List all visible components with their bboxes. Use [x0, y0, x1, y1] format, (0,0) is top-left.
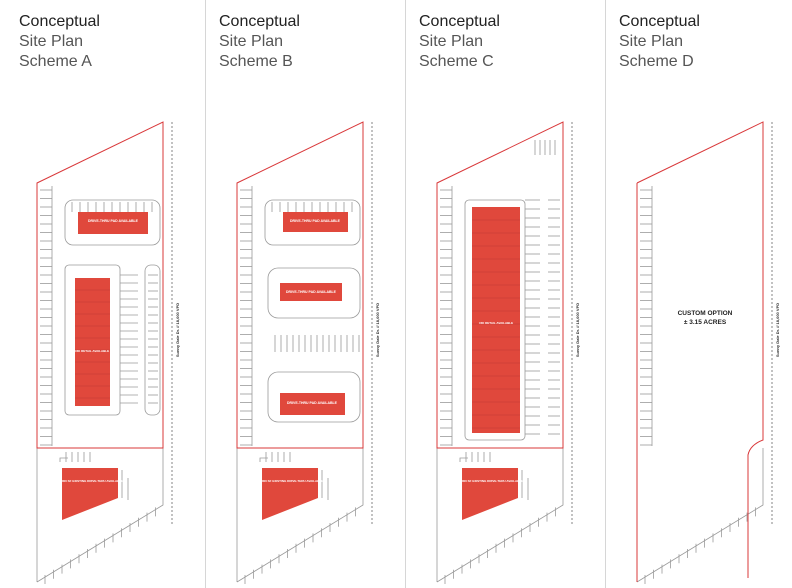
- parking-lot: [264, 199, 361, 246]
- drive-thru-pad[interactable]: [78, 212, 148, 234]
- existing-building-label: ± 4,000 SF EXISTING DRIVE-THRU AVAILABLE: [257, 479, 323, 483]
- scheme-title-line: Scheme A: [19, 53, 92, 70]
- parking-lot: [64, 199, 161, 246]
- scheme-title-line: Scheme D: [619, 53, 694, 70]
- pad-label: DRIVE-THRU PAD AVAILABLE: [88, 219, 139, 223]
- parking-lot: [267, 267, 361, 319]
- parking-island: [144, 264, 161, 416]
- existing-building-label: ± 4,000 SF EXISTING DRIVE-THRU AVAILABLE: [457, 479, 523, 483]
- scheme-title-line: Conceptual: [19, 13, 100, 30]
- drive-thru-pad[interactable]: [283, 212, 348, 232]
- scheme-title-line: Site Plan: [19, 33, 84, 50]
- scheme-title-line: Site Plan: [419, 33, 484, 50]
- site-plan-drawing: Sunny Dale Dr. // 18,000 VPD DRIVE-THRU P…: [236, 121, 380, 584]
- scheme-title-line: Scheme C: [419, 53, 494, 70]
- parking-stripe: [259, 452, 329, 500]
- road-label: Sunny Dale Dr. // 18,000 VPD: [175, 303, 180, 357]
- drive-thru-pad[interactable]: [280, 283, 342, 301]
- pad-label: DRIVE-THRU PAD AVAILABLE: [290, 219, 341, 223]
- scheme-title-line: Scheme B: [219, 53, 293, 70]
- site-plan-drawing: Sunny Dale Dr. // 18,000 VPD ±6K RETAIL A…: [436, 121, 580, 584]
- road-label: Sunny Dale Dr. // 18,000 VPD: [375, 303, 380, 357]
- parcel-boundary: [236, 121, 364, 449]
- existing-drive-thru-building[interactable]: [62, 468, 118, 520]
- parking-stripe: [459, 452, 529, 500]
- retail-building[interactable]: [75, 278, 110, 406]
- existing-drive-thru-building[interactable]: [462, 468, 518, 520]
- custom-acres-label: ± 3.15 ACRES: [684, 319, 727, 326]
- scheme-title-line: Site Plan: [219, 33, 284, 50]
- road-label: Sunny Dale Dr. // 18,000 VPD: [575, 303, 580, 357]
- panel-divider: [405, 0, 406, 588]
- parcel-boundary: [36, 121, 164, 449]
- scheme-title-line: Conceptual: [219, 13, 300, 30]
- retail-label: ±6K RETAIL AVAILABLE: [75, 349, 109, 353]
- parking-lot: [267, 371, 361, 423]
- scheme-title-line: Site Plan: [619, 33, 684, 50]
- road-label: Sunny Dale Dr. // 18,000 VPD: [775, 303, 780, 357]
- retail-building[interactable]: [472, 207, 520, 433]
- panel-divider: [605, 0, 606, 588]
- scheme-title-line: Conceptual: [619, 13, 700, 30]
- custom-option-label: CUSTOM OPTION: [678, 310, 733, 317]
- scheme-title-line: Conceptual: [419, 13, 500, 30]
- drive-thru-pad[interactable]: [280, 393, 345, 415]
- lower-parcel-outline: [636, 448, 764, 583]
- panel-divider: [205, 0, 206, 588]
- parcel-boundary: [636, 121, 764, 578]
- retail-label: ±6K RETAIL AVAILABLE: [479, 321, 513, 325]
- pad-label: DRIVE-THRU PAD AVAILABLE: [286, 290, 337, 294]
- parking-lot: [64, 264, 121, 416]
- site-plan-drawing: Sunny Dale Dr. // 18,000 VPD DRIVE-THRU P…: [36, 121, 180, 584]
- site-plan-drawing: Sunny Dale Dr. // 18,000 VPD CUSTOM OPTIO…: [636, 121, 780, 584]
- parking-lot: [464, 199, 526, 441]
- existing-building-label: ± 4,000 SF EXISTING DRIVE-THRU AVAILABLE: [57, 479, 123, 483]
- parcel-boundary: [436, 121, 564, 449]
- pad-label: DRIVE-THRU PAD AVAILABLE: [287, 401, 338, 405]
- existing-drive-thru-building[interactable]: [262, 468, 318, 520]
- parking-stripe: [59, 452, 129, 500]
